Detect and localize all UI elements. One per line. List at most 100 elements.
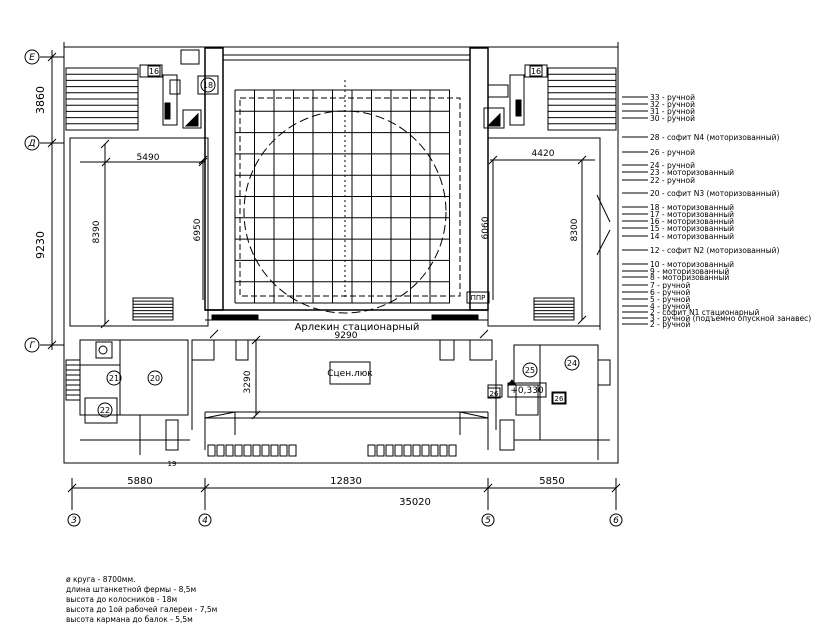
room-19: 19 [168,460,177,468]
legend-item: 7 - ручной [650,281,690,290]
legend-item: 8 - моторизованный [650,273,729,282]
seat [385,444,394,457]
seat [394,444,403,457]
dim-12830: 12830 [330,476,362,487]
scene-hatch-label: Сцен.люк [327,369,373,379]
stairs-top-left [66,73,138,125]
dim-8300: 8300 [570,218,580,241]
legend-item: 9 - моторизованный [650,267,729,276]
dim-5880: 5880 [127,476,152,487]
seat [207,444,216,457]
note-line: высота кармана до балок - 5,5м [66,615,193,624]
legend-item: 2 - софит N1 стационарный [650,308,760,317]
grid-col-5-marker [481,513,495,527]
dim-6060: 6060 [481,216,491,239]
stairs-lower-right [534,300,574,318]
dim-9230: 9230 [34,231,47,259]
legend-item: 32 - ручной [650,100,695,109]
legend-item: 33 - ручной [650,93,695,102]
stairs-top-right [548,73,616,125]
scene-hatch-box [329,361,371,385]
seat [243,444,252,457]
legend-item: 31 - ручной [650,107,695,116]
legend-item: 3 - ручной (подъемно опускной занавес) [650,314,811,323]
ppr-label: ППР [471,294,486,302]
dim-9290: 9290 [335,331,358,341]
room-21: 21 [109,374,119,383]
level-mark: +0,330 [510,386,544,396]
stage-dashed-outline [239,97,461,297]
seat [403,444,412,457]
grid-col-4: 4 [202,516,208,526]
room-22: 22 [100,406,110,415]
grid-col-3-marker [67,513,81,527]
stage-grid [234,89,450,304]
legend-item: 16 - моторизованный [650,217,734,226]
seat [252,444,261,457]
legend-item: 18 - моторизованный [650,203,734,212]
grid-col-6-marker [609,513,623,527]
room-20: 20 [150,374,160,383]
grid-row-G-marker [24,337,40,353]
seat [376,444,385,457]
arlekin-label: Арлекин стационарный [295,322,420,333]
dim-8390: 8390 [92,220,102,243]
legend-item: 4 - ручной [650,302,690,311]
note-line: высота до 1ой рабочей галереи - 7,5м [66,605,217,614]
grid-col-6: 6 [613,516,619,526]
seat [261,444,270,457]
room-16-right: 16 [531,67,541,76]
room-26-left: 26 [490,390,499,398]
grid-col-4-marker [198,513,212,527]
seat [216,444,225,457]
legend-item: 23 - моторизованный [650,168,734,177]
stairs-bottom-left [66,364,80,396]
grid-col-5: 5 [485,516,491,526]
room-24: 24 [567,359,577,368]
seat [288,444,297,457]
note-line: ø круга - 8700мм. [66,575,136,584]
legend-item: 15 - моторизованный [650,224,734,233]
seat [270,444,279,457]
legend-item: 17 - моторизованный [650,210,734,219]
room-26-right: 26 [555,395,564,403]
note-line: высота до колосников - 18м [66,595,177,604]
seat [279,444,288,457]
seat [367,444,376,457]
legend-item: 14 - моторизованный [650,232,734,241]
legend-item: 24 - ручной [650,161,695,170]
seat [412,444,421,457]
legend-item: 6 - ручной [650,288,690,297]
notes: ø круга - 8700мм. длина штанкетной фермы… [66,575,217,624]
dim-4420: 4420 [532,149,555,159]
legend-item: 28 - софит N4 (моторизованный) [650,133,779,142]
legend-item: 20 - софит N3 (моторизованный) [650,189,779,198]
note-line: длина штанкетной фермы - 8,5м [66,585,196,594]
seat [234,444,243,457]
grid-col-3: 3 [71,516,77,526]
seat [421,444,430,457]
seat [448,444,457,457]
stairs-lower-left [133,300,173,318]
seat [430,444,439,457]
legend-item: 22 - ручной [650,176,695,185]
room-16-left: 16 [149,67,159,76]
orchestra-seats [207,444,457,457]
legend-item: 2 - ручной [650,320,690,329]
grid-row-E-marker [24,49,40,65]
legend-item: 10 - моторизованный [650,260,734,269]
outer-contour [63,46,619,464]
grid-row-D: Д [27,139,35,149]
grid-row-G: Г [29,341,35,351]
dim-35020: 35020 [399,497,431,508]
grid-row-D-marker [24,135,40,151]
seat [439,444,448,457]
dim-3290: 3290 [243,370,253,393]
dim-6950: 6950 [193,218,203,241]
room-25: 25 [525,366,535,375]
legend-item: 5 - ручной [650,295,690,304]
legend-item: 12 - софит N2 (моторизованный) [650,246,779,255]
dim-5490: 5490 [137,153,160,163]
